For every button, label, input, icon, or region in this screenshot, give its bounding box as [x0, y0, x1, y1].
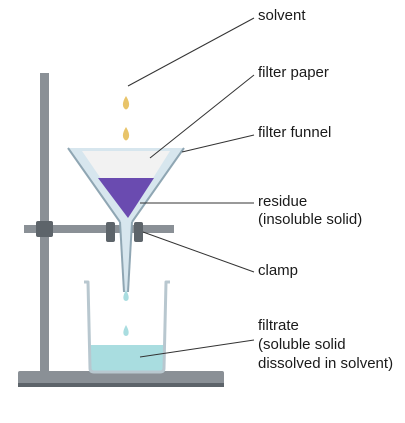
- clamp-arm: [24, 225, 174, 233]
- leader-filtrate: [139, 339, 255, 358]
- label-filtrate-line1: filtrate: [258, 317, 299, 334]
- label-clamp: clamp: [258, 262, 298, 279]
- funnel-stem-edge-right: [127, 221, 133, 293]
- clamp-jaw-right: [134, 222, 143, 242]
- solvent-drop-2: [122, 127, 130, 141]
- boss-head: [36, 221, 53, 237]
- leader-solvent: [127, 17, 255, 87]
- label-filter-funnel: filter funnel: [258, 124, 331, 141]
- label-filtrate-line2: (soluble solid: [258, 336, 346, 353]
- beaker-liquid: [90, 345, 164, 372]
- leader-clamp: [142, 231, 255, 273]
- label-residue-line1: residue: [258, 193, 307, 210]
- leader-filter-funnel: [181, 134, 255, 153]
- filtrate-drop-2: [123, 325, 129, 336]
- residue: [98, 178, 154, 218]
- funnel-edge-left: [67, 147, 121, 223]
- leader-filter-paper: [149, 74, 255, 159]
- clamp-jaw-left: [106, 222, 115, 242]
- label-solvent: solvent: [258, 7, 306, 24]
- funnel-edge-right: [131, 147, 185, 223]
- label-residue-line2: (insoluble solid): [258, 211, 362, 228]
- solvent-drop-1: [122, 96, 130, 110]
- beaker: [84, 280, 170, 374]
- label-filtrate-line3: dissolved in solvent): [258, 355, 393, 372]
- label-filter-paper: filter paper: [258, 64, 329, 81]
- funnel-stem-edge-left: [119, 221, 125, 293]
- stand-base-shadow: [18, 383, 224, 387]
- filtrate-drop-1: [123, 290, 129, 301]
